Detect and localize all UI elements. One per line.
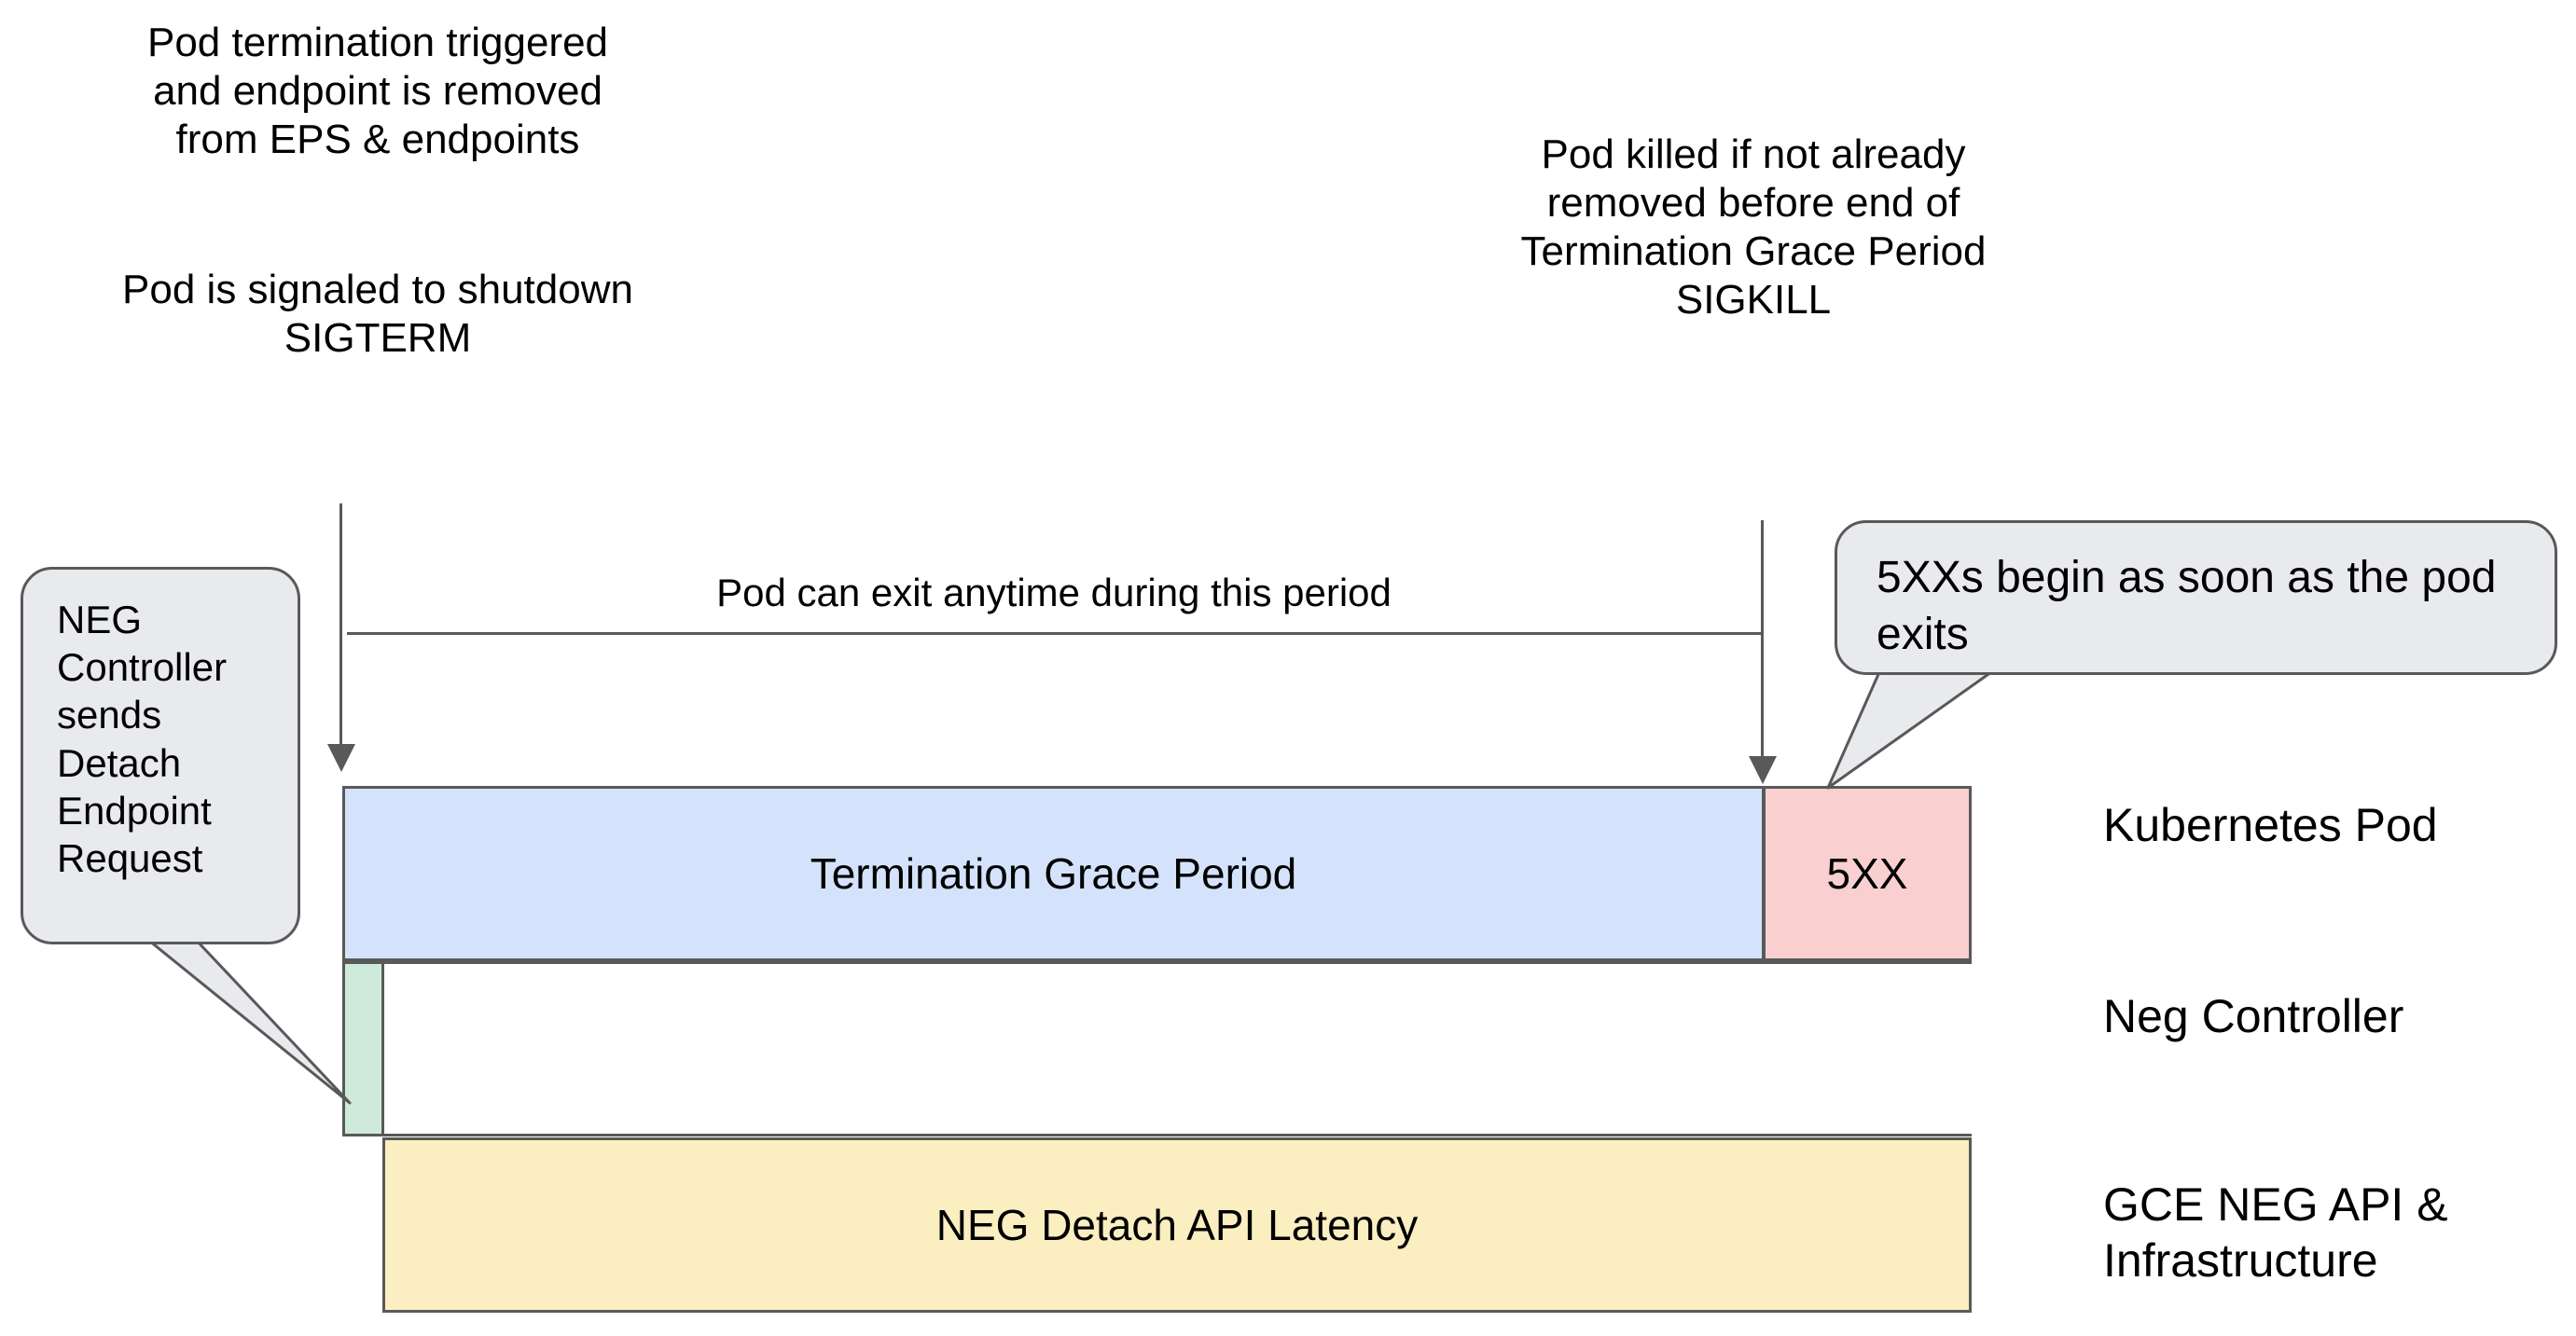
span-line-pod-can-exit [347,632,1763,635]
note-pod-killed-sigkill: Pod killed if not already removed before… [1520,131,1987,323]
marker-line-termination-start [339,503,342,746]
bar-label-five-xx: 5XX [1826,849,1908,898]
callout-neg-controller: NEG Controller sends Detach Endpoint Req… [21,567,300,944]
arrow-down-icon-termination-start [327,744,355,772]
callout-tail-shape-five-xx [1826,670,1993,790]
note-pod-signaled-shutdown: Pod is signaled to shutdown SIGTERM [122,267,633,361]
note-pod-termination-triggered: Pod termination triggered and endpoint i… [146,20,609,162]
bar-label-termination-grace-period: Termination Grace Period [810,849,1297,898]
marker-line-grace-period-end [1761,520,1764,758]
lane-label-kubernetes-pod: Kubernetes Pod [2103,799,2438,851]
bar-neg-controller-idle [382,961,1972,1136]
bar-label-neg-detach-api-latency: NEG Detach API Latency [935,1201,1419,1249]
bar-neg-detach-api-latency: NEG Detach API Latency [382,1137,1972,1313]
span-label-pod-can-exit: Pod can exit anytime during this period [716,571,1392,614]
callout-tail-shape-neg [143,935,352,1105]
lane-label-gce-neg-api: GCE NEG API & Infrastructure [2103,1178,2448,1287]
callout-tail-neg-controller [143,935,352,1105]
bar-neg-detach-request [342,961,384,1136]
bar-five-xx: 5XX [1763,786,1972,961]
arrow-down-icon-grace-period-end [1749,756,1777,784]
bar-termination-grace-period: Termination Grace Period [342,786,1765,961]
lane-label-neg-controller: Neg Controller [2103,990,2404,1042]
callout-five-xx: 5XXs begin as soon as the pod exits [1835,520,2557,675]
